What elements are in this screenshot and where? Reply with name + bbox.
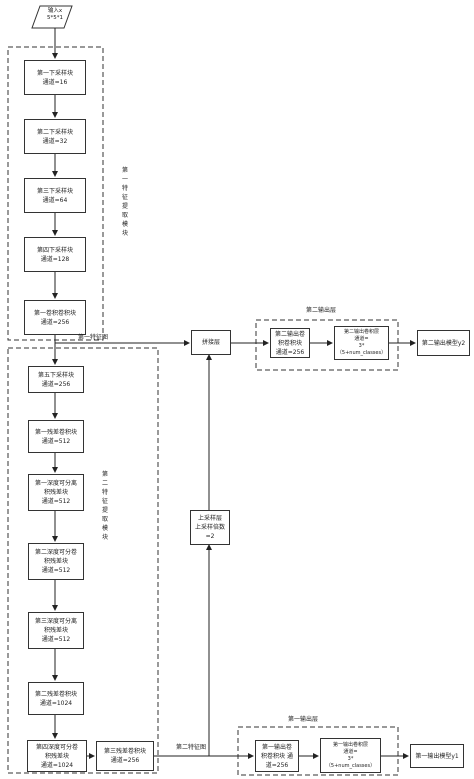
concat-layer: 拼接层 [191, 330, 231, 355]
downsample-block-2: 第二下采样块 通道=32 [24, 119, 86, 154]
output1-conv-block: 第一输出卷 积卷积块 通 道=256 [255, 740, 299, 772]
residual-conv-block-3: 第三残差卷积块 通道=256 [96, 741, 154, 771]
output2-conv-layer: 第二输出卷积层 通道= 3* （5+num_classes） [334, 326, 389, 360]
output2-conv-block: 第二输出卷 积卷积块 通道=256 [270, 328, 310, 358]
dw-residual-block-1: 第一深度可分离 积残差块 通道=512 [28, 474, 84, 511]
output2-model: 第二输出模型y2 [417, 330, 470, 356]
module1-title: 第一特征提取模块 [121, 167, 128, 237]
input-parallelogram [31, 5, 73, 29]
module2-title: 第二特征提取模块 [101, 471, 108, 541]
conv-block-1: 第一卷积卷积块 通道=256 [24, 300, 86, 335]
residual-conv-block-1: 第一残差卷积块 通道=512 [28, 420, 84, 453]
upsample-layer: 上采样层 上采样倍数=2 [190, 510, 230, 545]
input-label: 输入x 5*5*1 [47, 8, 63, 21]
dw-residual-block-3: 第三深度可分离 积残差块 通道=512 [28, 612, 84, 649]
downsample-block-3: 第三下采样块 通道=64 [24, 178, 86, 213]
dw-residual-block-4: 第四深度可分卷 积残差块 通道=1024 [27, 740, 87, 772]
downsample-block-4: 第四下采样块 通道=128 [24, 237, 86, 272]
output1-model: 第一输出模型y1 [410, 744, 464, 768]
residual-conv-block-2: 第二残差卷积块 通道=1024 [28, 682, 84, 715]
dw-residual-block-2: 第二深度可分卷 积残差块 通道=512 [28, 543, 84, 580]
module2-frame [7, 347, 159, 774]
output1-title: 第一输出层 [288, 716, 319, 723]
output1-frame [237, 726, 399, 776]
downsample-block-5: 第五下采样块 通道=256 [28, 366, 84, 393]
feature1-label: 第一特征图 [78, 334, 109, 341]
output2-title: 第二输出层 [306, 307, 337, 314]
downsample-block-1: 第一下采样块 通道=16 [24, 60, 86, 95]
feature2-label: 第二特征图 [176, 744, 207, 751]
output1-conv-layer: 第一输出卷积层 通道= 3* （5+num_classes） [320, 738, 381, 773]
